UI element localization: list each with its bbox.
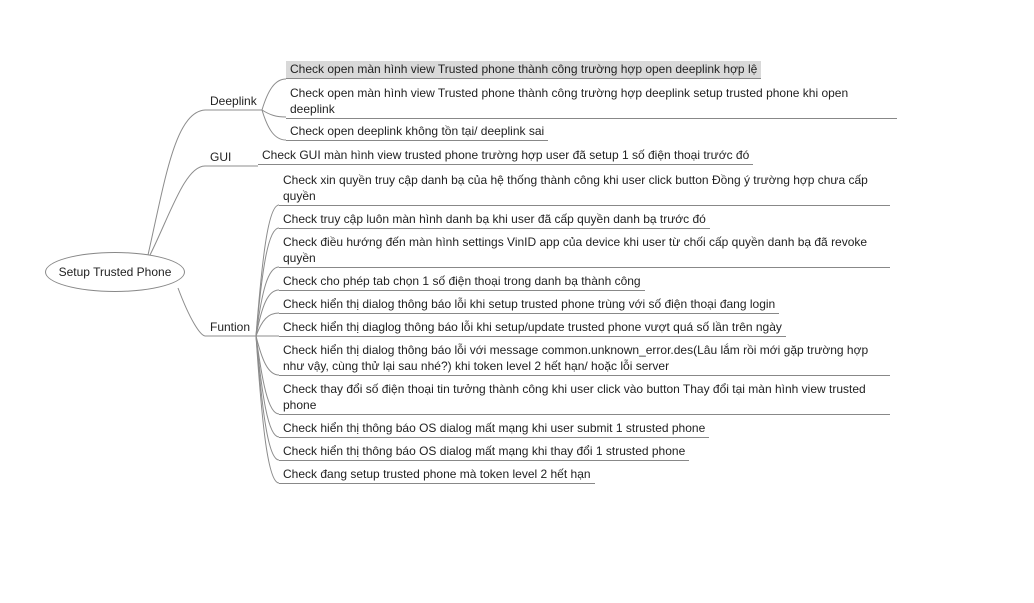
branch-gui[interactable]: GUI (210, 150, 232, 164)
connector-funtion-7 (255, 335, 280, 376)
root-label: Setup Trusted Phone (58, 265, 172, 279)
connector-root-deeplink (147, 109, 206, 256)
connector-funtion-4 (255, 289, 280, 337)
leaf-funtion-5[interactable]: Check hiển thị dialog thông báo lỗi khi … (279, 296, 780, 314)
root-node[interactable]: Setup Trusted Phone (45, 252, 185, 292)
connector-deeplink-3 (261, 109, 287, 141)
connector-funtion-3 (255, 266, 280, 337)
leaf-funtion-10[interactable]: Check hiển thị thông báo OS dialog mất m… (279, 443, 690, 461)
leaf-funtion-1[interactable]: Check xin quyền truy cập danh bạ của hệ … (279, 172, 890, 206)
connector-funtion-11 (255, 335, 280, 484)
connector-deeplink-1 (261, 78, 287, 111)
connector-funtion-2 (255, 227, 280, 337)
connector-deeplink-2 (261, 109, 287, 118)
branch-funtion[interactable]: Funtion (210, 320, 251, 334)
leaf-funtion-9[interactable]: Check hiển thị thông báo OS dialog mất m… (279, 420, 710, 438)
leaf-gui-1[interactable]: Check GUI màn hình view trusted phone tr… (258, 147, 754, 165)
leaf-funtion-8[interactable]: Check thay đổi số điện thoại tin tưởng t… (279, 381, 890, 415)
leaf-deeplink-1[interactable]: Check open màn hình view Trusted phone t… (286, 61, 762, 79)
leaf-deeplink-2[interactable]: Check open màn hình view Trusted phone t… (286, 85, 897, 119)
connector-funtion-5 (255, 312, 280, 337)
connector-root-funtion (177, 287, 206, 337)
leaf-funtion-11[interactable]: Check đang setup trusted phone mà token … (279, 466, 595, 484)
leaf-funtion-2[interactable]: Check truy cập luôn màn hình danh bạ khi… (279, 211, 710, 229)
leaf-deeplink-3[interactable]: Check open deeplink không tồn tại/ deepl… (286, 123, 549, 141)
branch-deeplink[interactable]: Deeplink (210, 94, 257, 108)
leaf-funtion-6[interactable]: Check hiển thị diaglog thông báo lỗi khi… (279, 319, 786, 337)
leaf-funtion-7[interactable]: Check hiển thị dialog thông báo lỗi với … (279, 342, 890, 376)
leaf-funtion-3[interactable]: Check điều hướng đến màn hình settings V… (279, 234, 890, 268)
connector-root-gui (149, 165, 206, 256)
leaf-funtion-4[interactable]: Check cho phép tab chọn 1 số điện thoại … (279, 273, 645, 291)
